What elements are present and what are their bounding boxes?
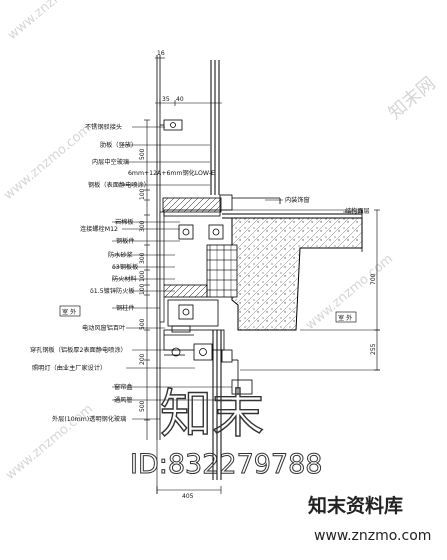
label-channel: 通风管 <box>114 396 133 404</box>
diagonal-watermark: www.znzmo.com <box>5 0 98 43</box>
label-rock-wool-board: 岩棉板 <box>115 218 134 226</box>
outside-tags: 室 外 室 外 <box>59 305 357 323</box>
dim-100b: 100 <box>139 270 146 282</box>
diagonal-watermark: www.znzmo.com <box>3 401 96 483</box>
label-rubber-strip: 钢柱件 <box>116 304 135 312</box>
callout-labels: 不锈钢驳接头 肋板（竖放） 内层中空玻璃 6mm+12A+6mm钢化LOW-E … <box>30 123 370 423</box>
leader-lines <box>112 126 362 420</box>
dim-255: 255 <box>370 343 377 355</box>
label-fireproof-layer: 防火材料 <box>112 275 137 283</box>
tag-outside-right: 室 外 <box>338 314 352 322</box>
left-dimension-chain <box>144 119 150 440</box>
dim-500c: 500 <box>139 318 146 330</box>
label-finish-floor: 结构面层 <box>345 207 370 215</box>
diagonal-watermark: www.znzmo.com <box>1 121 94 203</box>
label-stainless-connector: 不锈钢驳接头 <box>85 123 122 131</box>
dim-500d: 500 <box>139 400 146 412</box>
concrete-slab <box>222 209 363 331</box>
dim-100a: 100 <box>139 188 146 200</box>
label-steel-plate-3: δ3钢板板 <box>112 263 138 271</box>
right-dimensions <box>240 209 380 371</box>
label-glass-spec: 6mm+12A+6mm钢化LOW-E <box>128 169 215 177</box>
dim-200: 200 <box>139 353 146 365</box>
corner-brand-watermark: 知末网 <box>385 73 440 124</box>
label-aluminum-alloy: 窗帘盒 <box>114 383 133 391</box>
dim-300a: 300 <box>139 220 146 232</box>
brick-infill <box>206 244 238 298</box>
tag-outside-left: 室 外 <box>62 308 76 316</box>
dim-500a: 500 <box>139 148 146 160</box>
dim-35: 35 <box>162 96 170 103</box>
logo-title: 知末资料库 <box>308 494 403 517</box>
label-galvanized-fire-plate: δ1.5镀锌防火板 <box>90 287 135 295</box>
dim-16: 16 <box>157 50 165 57</box>
label-steel-plate-main: 钢板件 <box>116 237 135 245</box>
logo-url: www.znzmo.com <box>314 528 431 544</box>
watermark-id: ID:832279788 <box>130 449 322 480</box>
label-motor-louver: 电动风窗铝百叶 <box>82 324 125 332</box>
label-perforated-plate: 穿孔钢板（铝板厚2表面静电喷涂） <box>30 346 127 354</box>
brand-logo: 知末资料库 www.znzmo.com <box>308 494 431 544</box>
label-spotlight: 照明灯（由业主厂家设计） <box>32 364 106 372</box>
dim-300b: 300 <box>139 252 146 264</box>
label-interior-window-ledge: 内装饰窗 <box>285 196 310 204</box>
watermark-big: 知末 <box>160 385 264 445</box>
label-steel-cover: 钢板（表面静电喷涂） <box>88 181 150 189</box>
dim-700: 700 <box>370 273 377 285</box>
anchor-brackets <box>163 209 224 333</box>
label-outer-glass: 外层(10mm)透明钢化玻璃 <box>52 415 126 423</box>
dim-100c: 100 <box>139 283 146 295</box>
label-anchor-bolt: 连接螺栓M12 <box>80 225 118 233</box>
top-dimensions <box>155 57 222 106</box>
label-waterproof-mortar: 防水砂浆 <box>108 251 133 259</box>
louver-zone <box>163 329 253 395</box>
dim-40: 40 <box>176 96 184 103</box>
dim-405: 405 <box>182 493 194 500</box>
bottom-dimension <box>156 440 222 494</box>
label-fin: 肋板（竖放） <box>100 141 137 149</box>
interior-ledge <box>219 194 281 211</box>
label-insulating-glass: 内层中空玻璃 <box>92 158 129 166</box>
